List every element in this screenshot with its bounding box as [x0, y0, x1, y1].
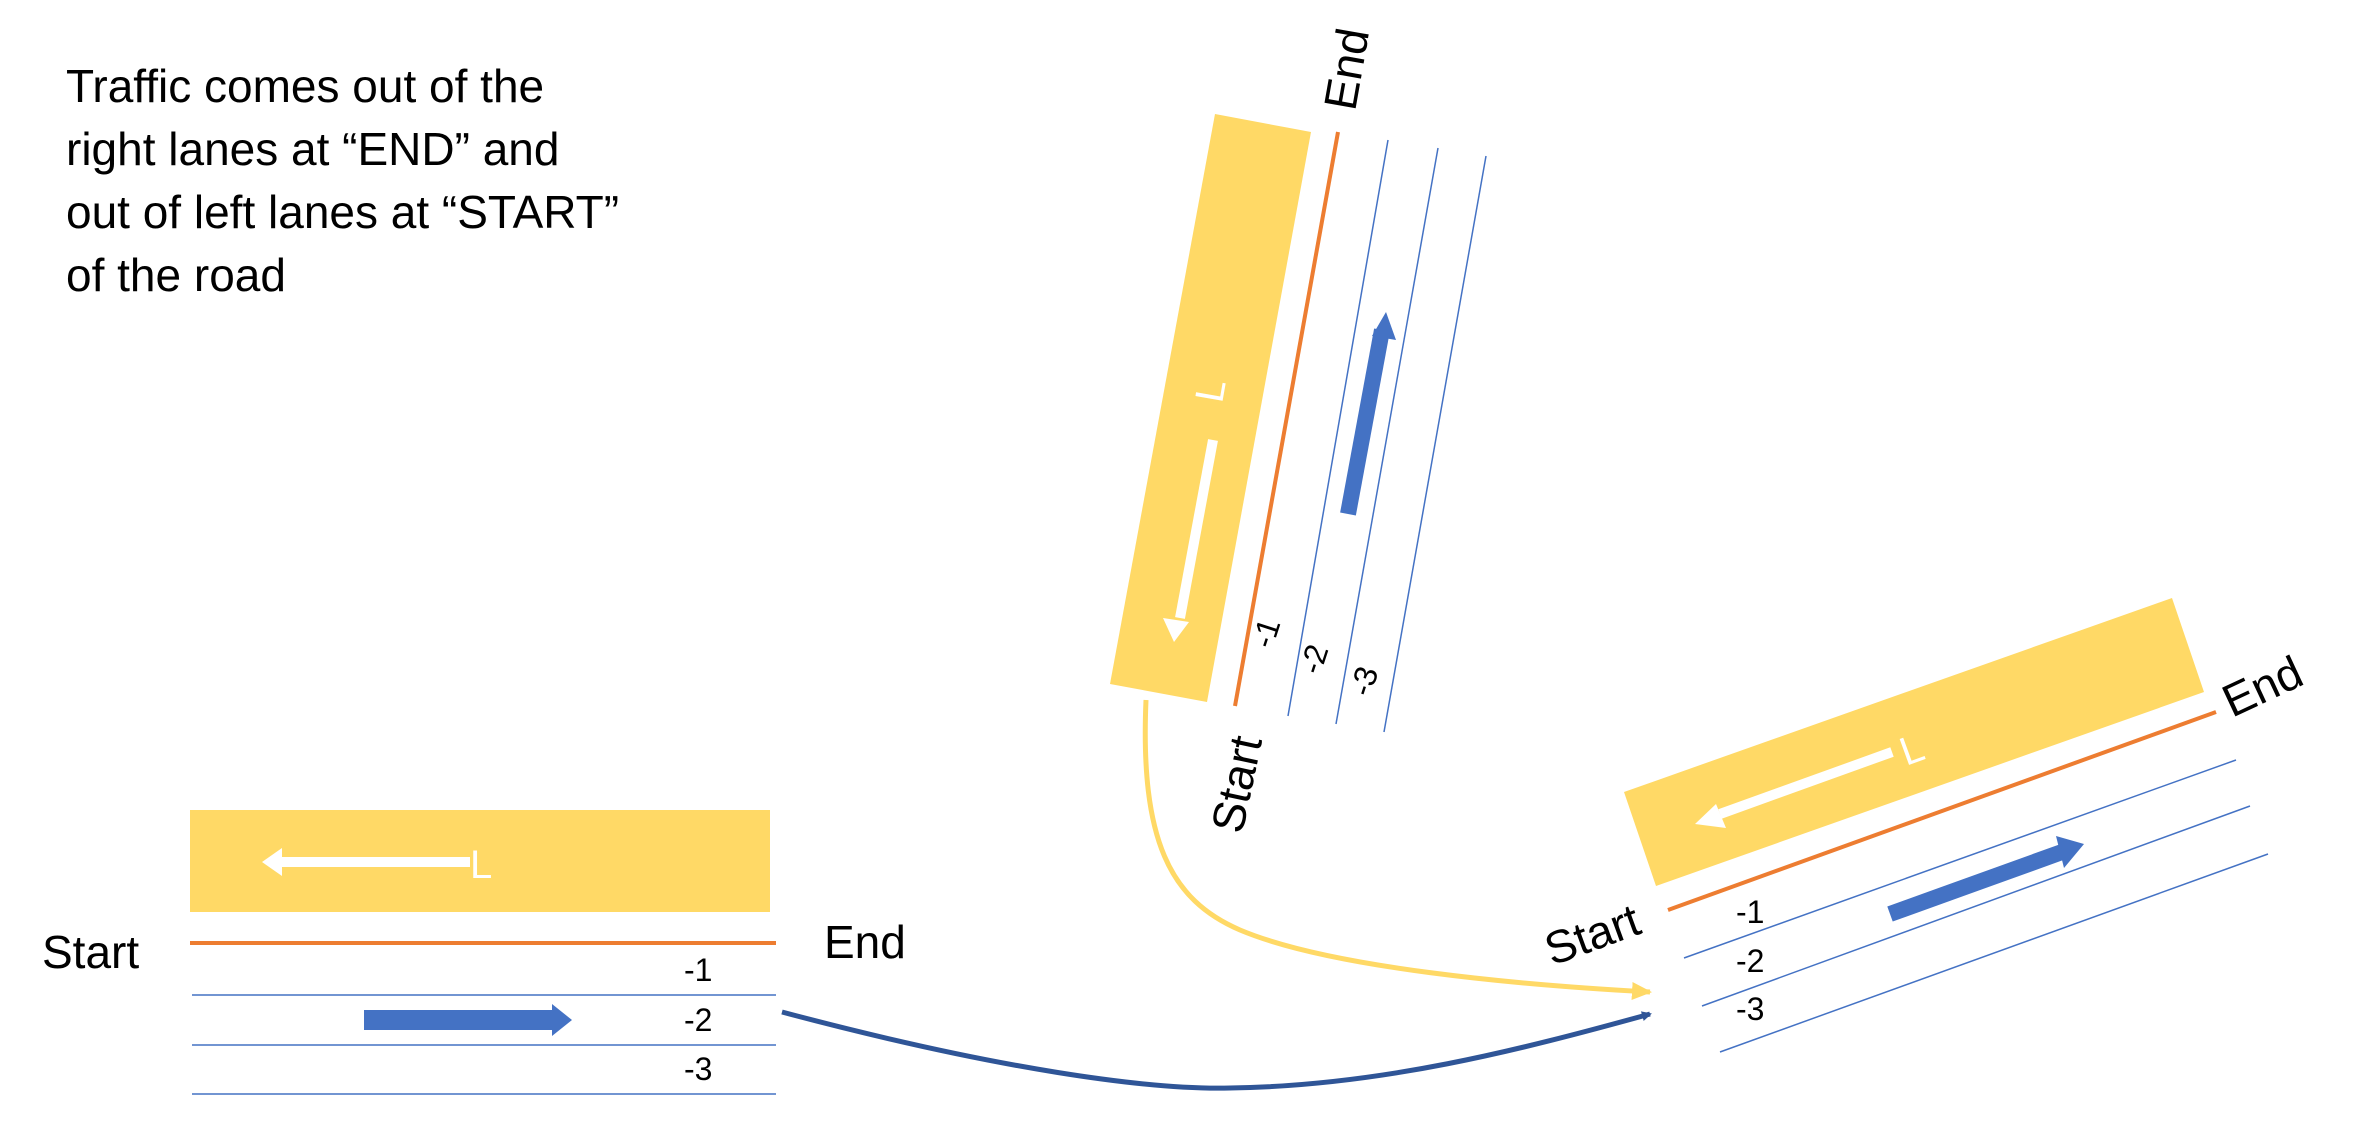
lane-line-2 [1335, 147, 1439, 725]
lane-label-2: -2 [1736, 943, 1764, 979]
end-label: End [1314, 24, 1379, 114]
lane-label-3: -3 [684, 1051, 712, 1087]
lane-line-1 [1683, 759, 2237, 959]
road-1: L Start End -1 -2 -3 [42, 810, 906, 1095]
reference-line [1667, 710, 2217, 912]
reference-line [1233, 131, 1340, 707]
note-line-3: out of left lanes at “START” [66, 186, 620, 238]
left-lane-area [1624, 598, 2204, 886]
left-lane-area [1110, 114, 1311, 702]
lane-line-1 [1287, 139, 1389, 717]
left-lane-label: L [470, 843, 492, 887]
end-label: End [824, 916, 906, 968]
lane-line-2 [1701, 805, 2251, 1007]
start-label: Start [1538, 893, 1647, 975]
note-line-1: Traffic comes out of the [66, 60, 545, 112]
lane-line-3 [1383, 155, 1487, 733]
direction-arrow [364, 1004, 572, 1036]
note-line-2: right lanes at “END” and [66, 123, 560, 175]
left-lane-arrow [1695, 747, 1894, 828]
road-3: L Start End -1 -2 -3 [1538, 598, 2310, 1053]
lane-line-3 [1719, 853, 2269, 1053]
right-lane-connector [781, 1009, 1652, 1091]
left-lane-connector [1142, 699, 1652, 1001]
start-label: Start [1201, 731, 1272, 837]
start-label: Start [42, 926, 139, 978]
left-lane-arrow [1163, 439, 1218, 642]
road-2: L Start End -1 -2 -3 [1110, 24, 1487, 837]
lane-label-1: -1 [1736, 894, 1764, 930]
end-label: End [2214, 645, 2310, 727]
lane-label-2: -2 [684, 1002, 712, 1038]
note-line-4: of the road [66, 249, 286, 301]
lane-label-3: -3 [1342, 662, 1385, 700]
direction-arrow [1887, 836, 2084, 922]
explanation-note: Traffic comes out of the right lanes at … [66, 55, 706, 307]
lane-label-1: -1 [1244, 614, 1287, 652]
direction-arrow [1340, 312, 1396, 516]
lane-label-1: -1 [684, 952, 712, 988]
lane-label-2: -2 [1292, 640, 1335, 678]
left-lane-arrow [262, 848, 470, 876]
lane-label-3: -3 [1736, 991, 1764, 1027]
